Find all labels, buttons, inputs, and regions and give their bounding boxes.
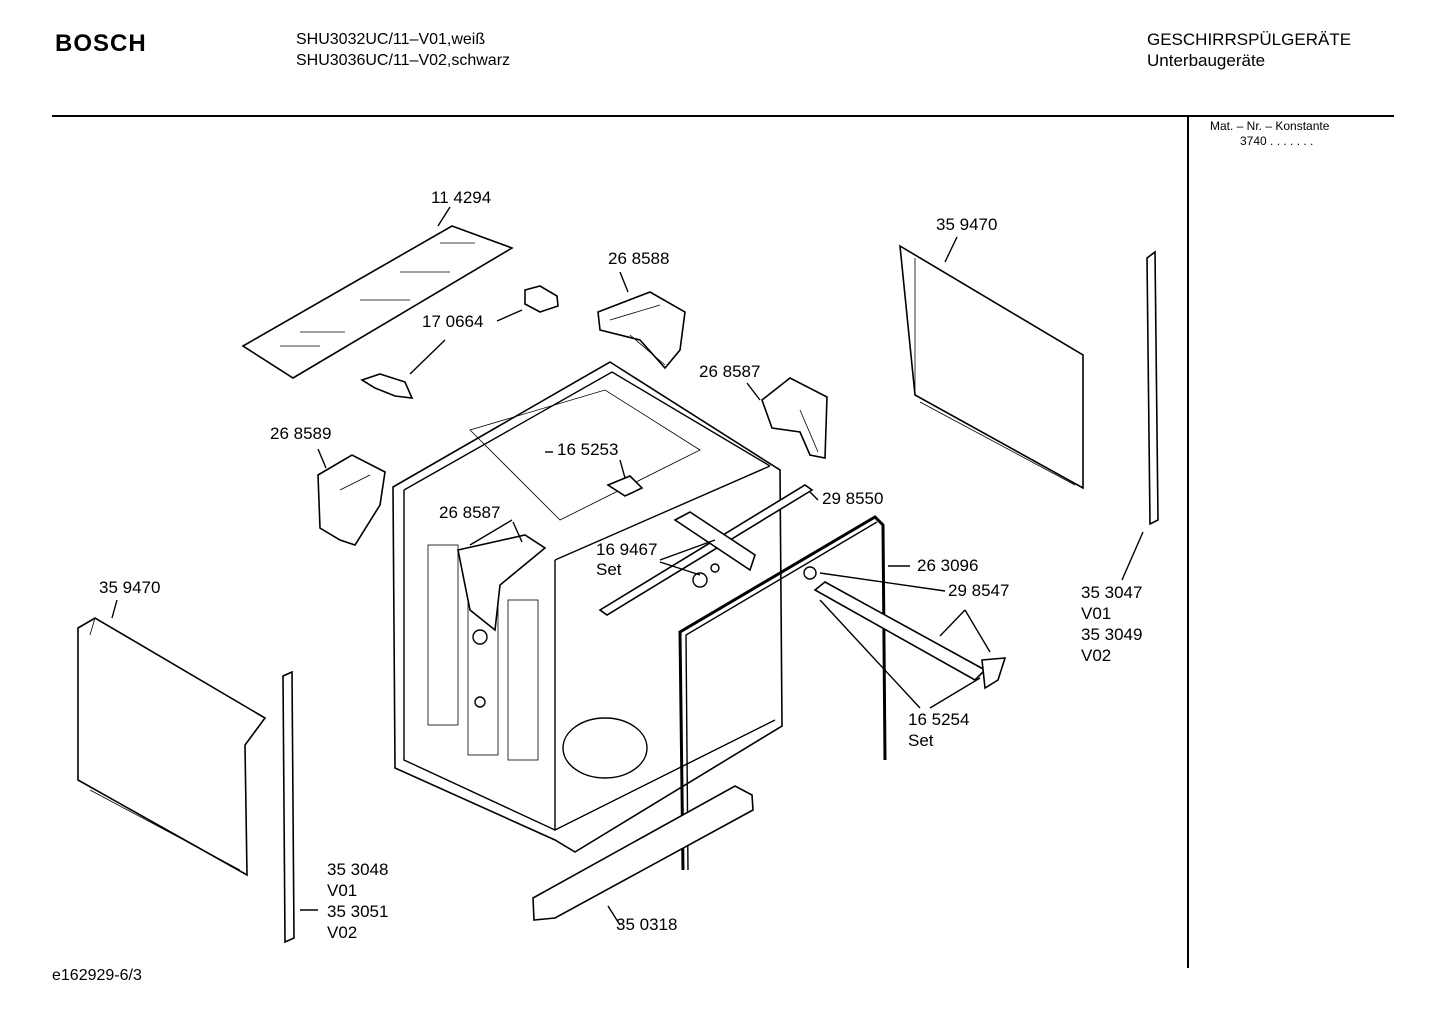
part-tub [392, 361, 783, 853]
part-side-panel-right [899, 244, 1084, 490]
part-label-268589: 26 8589 [270, 424, 332, 443]
part-mounting-set [673, 511, 756, 588]
part-label-263096: 26 3096 [917, 556, 979, 575]
part-label-359470-right: 35 9470 [936, 215, 998, 234]
side-column-divider [1187, 116, 1189, 968]
exploded-view-drawing [77, 206, 1159, 944]
part-hinge-housing-right [761, 377, 828, 459]
part-label-114294: 11 4294 [431, 188, 492, 207]
drawing-id: e162929-6/3 [52, 967, 142, 984]
part-hinge-bar [803, 566, 1007, 690]
part-hinge-housing-left [317, 454, 386, 546]
part-bracket [360, 285, 559, 399]
part-base-rail [532, 785, 754, 921]
category-title: GESCHIRRSPÜLGERÄTE [1147, 30, 1352, 49]
part-front-panel-left [77, 617, 267, 877]
part-label-298547: 29 8547 [948, 581, 1010, 600]
part-label-165253: 16 5253 [557, 440, 619, 459]
mat-nr-value: 3740 . . . . . . . [1240, 134, 1314, 148]
part-label-268587-lower: 26 8587 [439, 503, 501, 522]
part-latch [606, 475, 644, 497]
part-label-268587-upper: 26 8587 [699, 362, 761, 381]
model-line-2: SHU3036UC/11–V02,schwarz [296, 52, 511, 69]
part-label-170664: 17 0664 [422, 312, 484, 331]
category-subtitle: Unterbaugeräte [1147, 51, 1266, 70]
part-insulation-mat [241, 225, 514, 379]
part-hinge-housing-lower [457, 534, 547, 632]
part-label-359470-left: 35 9470 [99, 578, 161, 597]
part-door-seal [678, 515, 887, 871]
part-trim-strip-right [1146, 250, 1159, 526]
part-trim-strip-left [282, 670, 295, 944]
header-divider [52, 115, 1394, 117]
model-line-1: SHU3032UC/11–V01,weiß [296, 31, 486, 48]
part-sealing-strip [598, 484, 814, 616]
mat-nr-label: Mat. – Nr. – Konstante [1210, 119, 1330, 133]
part-label-350318: 35 0318 [616, 915, 678, 934]
part-hinge-housing-top [597, 291, 686, 370]
brand-logo: BOSCH [55, 30, 147, 57]
part-label-298550: 29 8550 [822, 489, 884, 508]
part-label-268588: 26 8588 [608, 249, 670, 268]
